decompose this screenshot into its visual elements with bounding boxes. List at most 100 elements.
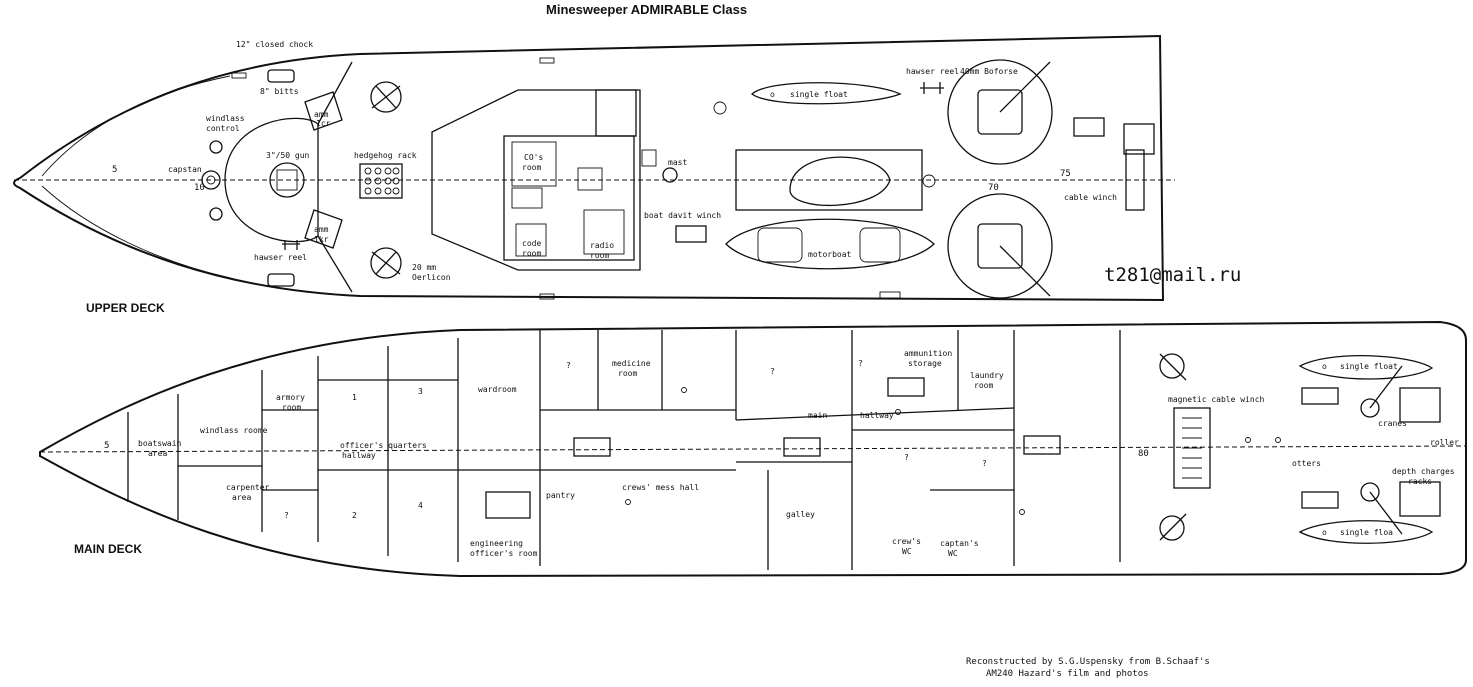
label-otters: otters: [1292, 459, 1321, 468]
hawser-reel-aft-icon: [920, 82, 944, 94]
label-boatswain-area: area: [148, 449, 167, 458]
main-bulkheads: [127, 330, 1121, 570]
label-bofors: 40mm Boforse: [960, 67, 1018, 76]
label-galley: galley: [786, 510, 815, 519]
label-laundry: laundry: [970, 371, 1004, 380]
single-float-upper: [750, 82, 902, 105]
label-crews-wc: crew's: [892, 537, 921, 546]
superstructure-outline: [431, 89, 641, 271]
bitts-icon-2: [267, 273, 295, 287]
label-wardroom: wardroom: [478, 385, 517, 394]
label-closed-chock: 12" closed chock: [236, 40, 313, 49]
label-radio-room: room: [590, 251, 609, 260]
label-ammunition-storage: storage: [908, 359, 942, 368]
label-captains-wc-2: WC: [948, 549, 958, 558]
crane-icon-2: [1360, 482, 1380, 502]
label-code-room: room: [522, 249, 541, 258]
oerlikon-mount-icon: [370, 81, 402, 113]
hedgehog-projectiles: [364, 167, 400, 195]
label-single-float: single float: [790, 90, 848, 99]
crane-jibs: [1369, 365, 1403, 535]
chock-icon: [231, 72, 247, 79]
label-float-o-1: o: [1322, 362, 1327, 371]
bulwark-lines: [317, 61, 353, 293]
label-depth-racks: racks: [1408, 477, 1432, 486]
label-officers-hallway: hallway: [342, 451, 376, 460]
main-centerline: [39, 445, 1467, 453]
label-bitts: 8" bitts: [260, 87, 299, 96]
label-boatswain: boatswain: [138, 439, 182, 448]
stair-icon-2: [783, 437, 821, 457]
magnetic-cable-winch: [1173, 407, 1211, 489]
boat-deck: [735, 149, 923, 211]
deckhouse: [503, 135, 635, 261]
label-engineering: engineering: [470, 539, 523, 548]
label-medicine: medicine: [612, 359, 651, 368]
gun-platform: [224, 117, 319, 243]
cos-bunk: [511, 187, 543, 209]
label-main: main: [808, 411, 827, 420]
label-q-d: ?: [904, 453, 909, 462]
bofors-mount-port: [977, 89, 1023, 135]
credit-line-1: Reconstructed by S.G.Uspensky from B.Sch…: [966, 657, 1210, 667]
oerlikon-icon-main-2: [1159, 515, 1185, 541]
label-3in-gun: 3"/50 gun: [266, 151, 310, 160]
label-float-o: o: [770, 90, 775, 99]
capstan-hub-icon: [206, 175, 216, 185]
label-hawser-reel-fwd: hawser reel: [254, 253, 307, 262]
chock-icon-3: [539, 293, 555, 300]
upper-deck-heading: UPPER DECK: [86, 301, 165, 315]
single-float-port: [1298, 355, 1434, 380]
label-q-fwd: ?: [284, 511, 289, 520]
label-q-c: ?: [858, 359, 863, 368]
cable-winch-housing: [1123, 123, 1155, 155]
hawser-reel-fwd-icon: [282, 240, 300, 250]
stair-icon-5: [485, 491, 531, 519]
label-ammunition: ammunition: [904, 349, 952, 358]
capstan-icon: [201, 170, 221, 190]
label-magnetic-cable-winch: magnetic cable winch: [1168, 395, 1265, 404]
main-frame-5: 5: [104, 441, 109, 451]
label-single-float-2: single floa: [1340, 528, 1393, 537]
oerlikon-barrel-icon: [371, 85, 401, 109]
oerlikon-barrel-icon-2: [371, 251, 401, 275]
single-float-starboard: [1298, 520, 1434, 544]
hedgehog-rack: [359, 163, 403, 199]
otter-icon-1: [1301, 387, 1339, 405]
motorboat: [725, 218, 935, 270]
label-cabin-2: 2: [352, 511, 357, 520]
oerlikon-barrel-main-1: [1159, 353, 1187, 381]
bofors-barrel-starboard: [999, 245, 1051, 297]
label-q-a: ?: [566, 361, 571, 370]
portholes: [625, 387, 1281, 515]
ready-box-icon: [922, 174, 936, 188]
label-windlass: windlass: [206, 114, 245, 123]
upper-frame-70: 70: [988, 183, 999, 193]
main-deck-plan: 5 boatswain area windlass roome carpente…: [39, 320, 1467, 578]
windlass-control-icon: [209, 140, 223, 154]
label-mast: mast: [668, 158, 687, 167]
windlass-control-icon-2: [209, 207, 223, 221]
label-amm-1cr: 1cr: [316, 119, 331, 128]
winch-drum-lines: [1182, 417, 1202, 479]
label-amm-1: amm: [314, 110, 329, 119]
label-officers-quarters: officer's quarters: [340, 441, 427, 450]
label-single-float-1: single float: [1340, 362, 1398, 371]
label-cabin-1: 1: [352, 393, 357, 402]
label-engineering-room: officer's room: [470, 549, 538, 558]
label-cabin-3: 3: [418, 387, 423, 396]
label-amm-2: amm: [314, 225, 329, 234]
label-float-o-2: o: [1322, 528, 1327, 537]
label-captains-wc: captan's: [940, 539, 979, 548]
depth-charge-rack-2: [1399, 481, 1441, 517]
upper-frame-5: 5: [112, 165, 117, 175]
label-crews-mess: crews' mess hall: [622, 483, 699, 492]
label-cos: CO's: [524, 153, 543, 162]
bofors-tub-port: [947, 59, 1053, 165]
gun-3in-mount: [269, 162, 305, 198]
label-depth-charges: depth charges: [1392, 467, 1455, 476]
label-q-e: ?: [982, 459, 987, 468]
label-cabin-4: 4: [418, 501, 423, 510]
